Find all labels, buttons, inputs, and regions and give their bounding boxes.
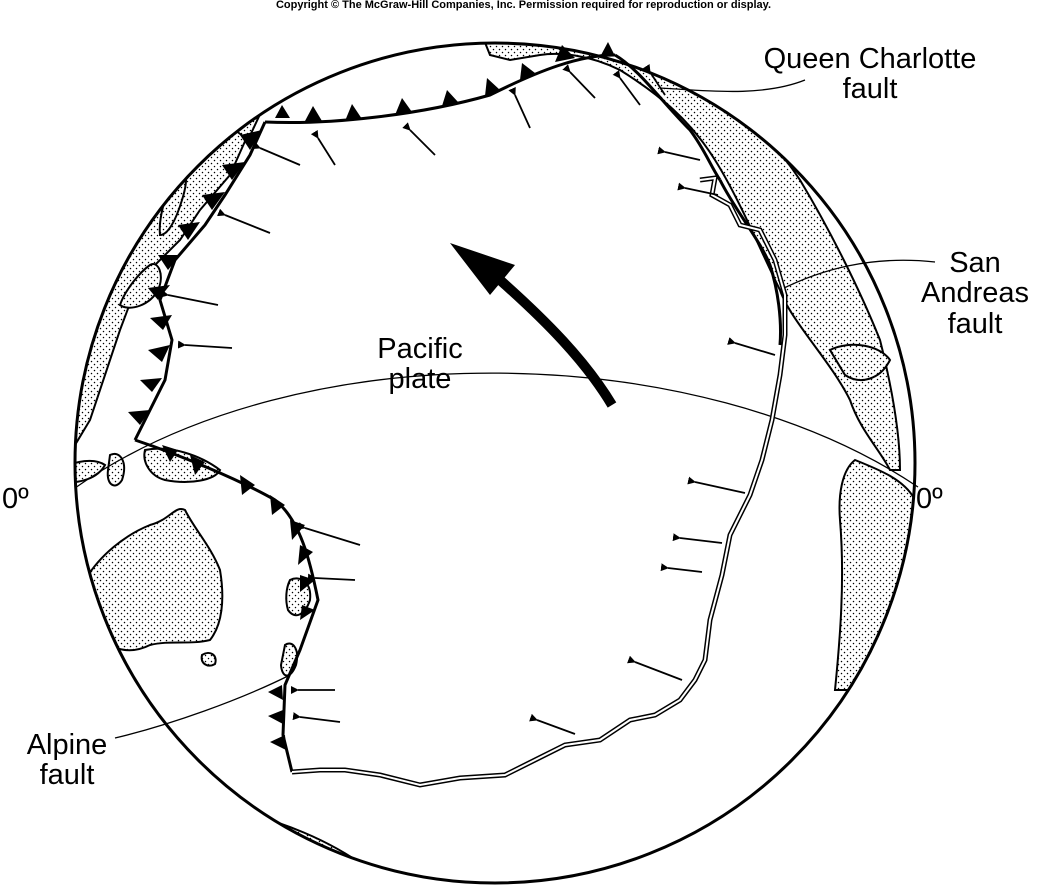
globe-outline	[73, 41, 917, 885]
alpine-fault-label: Alpine fault	[8, 730, 126, 791]
equator-label-left: 0º	[2, 483, 29, 515]
queen-charlotte-line1: Queen Charlotte	[763, 43, 977, 75]
philippines-island	[118, 263, 162, 309]
antarctica-landmass-east	[758, 758, 825, 832]
east-pacific-rise-inner	[291, 176, 786, 787]
san-andreas-line1: San	[949, 247, 1001, 279]
equator-label-right: 0º	[916, 483, 943, 515]
equator-line	[74, 372, 919, 489]
san-andreas-leader	[779, 259, 936, 291]
south-america-landmass	[833, 458, 915, 691]
indonesia-island-2	[106, 452, 126, 487]
central-america-land	[828, 343, 892, 381]
land-masses	[75, 43, 915, 871]
aleutian-trench	[264, 53, 616, 125]
alpine-leader	[114, 674, 291, 739]
queen-charlotte-leader	[659, 79, 806, 93]
copyright-notice: Copyright © The McGraw-Hill Companies, I…	[275, 0, 772, 11]
san-andreas-transform	[718, 179, 782, 346]
new-guinea-island	[143, 447, 222, 483]
tasmania-island	[200, 652, 217, 667]
san-andreas-line2: Andreas	[920, 277, 1029, 310]
antarctica-landmass	[228, 808, 374, 871]
pacific-plate-line2: plate	[388, 363, 452, 396]
western-trench	[133, 121, 267, 441]
subduction-teeth	[128, 42, 615, 750]
plate-motion-arrow	[450, 243, 617, 408]
queen-charlotte-transform	[614, 53, 722, 181]
alpine-line2: fault	[39, 759, 95, 792]
queen-charlotte-label: Queen Charlotte fault	[740, 44, 1000, 105]
plate-boundaries	[133, 53, 788, 788]
san-andreas-label: San Andreas fault	[910, 247, 1040, 340]
san-andreas-line3: fault	[947, 307, 1003, 340]
queen-charlotte-line2: fault	[842, 73, 898, 106]
alpine-line1: Alpine	[26, 729, 108, 761]
motion-arrows	[160, 63, 776, 735]
indonesia-island-1	[75, 459, 107, 484]
east-pacific-rise-1	[291, 175, 788, 788]
pacific-plate-label: Pacific plate	[340, 334, 500, 395]
pacific-plate-line1: Pacific	[377, 333, 463, 365]
australia-landmass	[83, 508, 224, 652]
